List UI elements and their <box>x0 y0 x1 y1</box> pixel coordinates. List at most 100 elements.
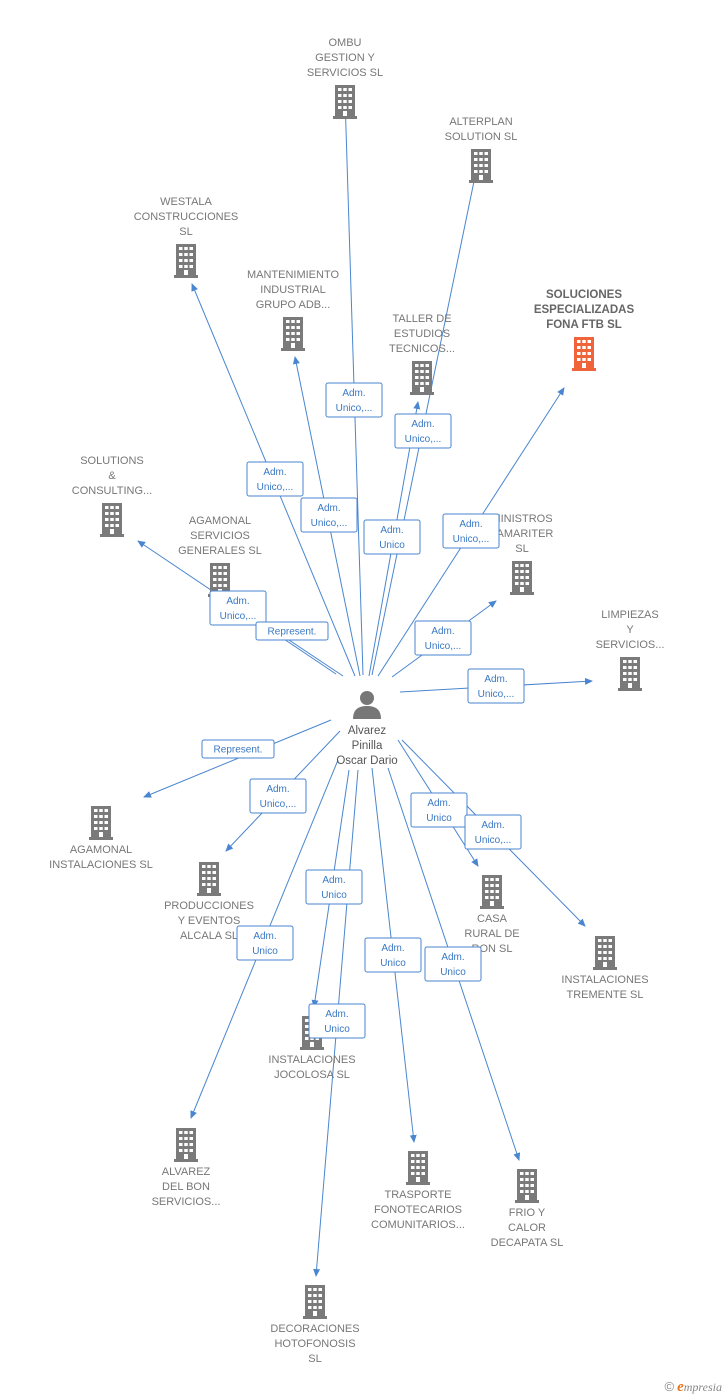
company-node-trasporte[interactable]: TRASPORTEFONOTECARIOSCOMUNITARIOS... <box>371 1151 465 1231</box>
edge-label-alvarez-bon[interactable]: Adm.Unico <box>236 925 294 961</box>
edge-label-text: Unico,... <box>405 434 442 445</box>
company-name-line: RON SL <box>472 943 513 955</box>
edge-label-limpiezas[interactable]: Adm.Unico,... <box>467 668 525 704</box>
company-name-line: Y EVENTOS <box>178 915 241 927</box>
brand-name: mpresia <box>683 1380 722 1394</box>
company-name-line: DECORACIONES <box>270 1323 359 1335</box>
company-node-solutions[interactable]: SOLUTIONS&CONSULTING... <box>72 455 152 537</box>
edge-label-text: Unico,... <box>475 835 512 846</box>
company-name-line: SOLUTION SL <box>445 131 518 143</box>
company-name-line: SL <box>308 1353 321 1365</box>
edge-label-agamonal-inst[interactable]: Represent. <box>201 739 275 759</box>
edge-label-trasporte[interactable]: Adm. Unico <box>364 937 422 973</box>
edge-label-text: Adm. <box>322 875 345 886</box>
company-name-line: ALTERPLAN <box>449 116 512 128</box>
edge-label-agamonal-serv[interactable]: Represent. <box>255 621 329 641</box>
edge-label-mantenimiento[interactable]: Adm.Unico,... <box>300 497 358 533</box>
edge-label-text: Adm. <box>266 784 289 795</box>
edge-label-box <box>467 668 525 704</box>
edge-label-decoraciones[interactable]: Adm.Unico <box>308 1003 366 1039</box>
edge-label-casa-rural[interactable]: Adm.Unico <box>410 792 468 828</box>
edge-label-jocolosa[interactable]: Adm. Unico <box>305 869 363 905</box>
edge-label-text: Unico,... <box>425 641 462 652</box>
edge-label-frio[interactable]: Adm.Unico <box>424 946 482 982</box>
edge-label-text: Unico <box>380 958 406 969</box>
person-icon <box>353 691 381 719</box>
edge-label-text: Unico <box>379 540 405 551</box>
company-name-line: INDUSTRIAL <box>260 284 325 296</box>
edge-label-text: Unico,... <box>311 518 348 529</box>
edge-label-text: Unico <box>324 1024 350 1035</box>
brand-footer: © empresia <box>665 1379 723 1396</box>
edge-label-text: Unico,... <box>478 689 515 700</box>
company-name-line: CALOR <box>508 1222 546 1234</box>
edge-label-box <box>410 792 468 828</box>
edge-label-westala[interactable]: Adm. Unico,... <box>246 461 304 497</box>
edge-label-text: Adm. <box>459 519 482 530</box>
company-name-line: RURAL DE <box>464 928 519 940</box>
company-name-line: TECNICOS... <box>389 343 455 355</box>
edge-label-suministros[interactable]: Adm.Unico,... <box>414 620 472 656</box>
edge-label-text: Adm. <box>253 931 276 942</box>
edge-label-producciones[interactable]: Adm.Unico,... <box>249 778 307 814</box>
edge-label-taller[interactable]: Adm.Unico,... <box>394 413 452 449</box>
edge-label-solutions[interactable]: Adm.Unico,... <box>209 590 267 626</box>
company-name-line: SL <box>515 543 528 555</box>
edge-label-text: Adm. <box>381 943 404 954</box>
building-icon <box>100 503 124 537</box>
company-name-line: CONSTRUCCIONES <box>134 211 239 223</box>
brand-initial: e <box>677 1379 684 1395</box>
edge-label-text: Adm. <box>441 952 464 963</box>
company-name-line: MINISTROS <box>491 513 552 525</box>
edge-label-text: Adm. <box>263 467 286 478</box>
company-node-limpiezas[interactable]: LIMPIEZASYSERVICIOS... <box>596 609 665 691</box>
edge-label-box <box>209 590 267 626</box>
company-name-line: INSTALACIONES SL <box>49 859 153 871</box>
edge-label-text: Adm. <box>342 388 365 399</box>
company-name-line: INSTALACIONES <box>268 1054 355 1066</box>
edge-label-box <box>308 1003 366 1039</box>
company-name-line: FONA FTB SL <box>546 319 622 331</box>
edge-label-alterplan[interactable]: Adm.Unico <box>363 519 421 555</box>
edge-label-tremente[interactable]: Adm.Unico,... <box>464 814 522 850</box>
company-name-line: FONOTECARIOS <box>374 1204 462 1216</box>
edge-label-text: Adm. <box>427 798 450 809</box>
edge-label-text: Unico,... <box>257 482 294 493</box>
edge-label-text: Unico <box>321 890 347 901</box>
company-name-line: LIMPIEZAS <box>601 609 658 621</box>
company-node-alterplan[interactable]: ALTERPLAN SOLUTION SL <box>445 116 518 183</box>
company-name-line: SERVICIOS <box>190 530 250 542</box>
building-icon <box>174 1128 198 1162</box>
company-name-line: MANTENIMIENTO <box>247 269 340 281</box>
company-node-taller[interactable]: TALLER DEESTUDIOSTECNICOS... <box>389 313 455 395</box>
edge-label-text: Adm. <box>226 596 249 607</box>
company-node-decoraciones[interactable]: DECORACIONES HOTOFONOSIS SL <box>270 1285 360 1365</box>
company-name-line: SERVICIOS... <box>152 1196 221 1208</box>
edge-label-box <box>246 461 304 497</box>
edge-label-text: Represent. <box>268 627 317 638</box>
edge-label-text: Unico,... <box>453 534 490 545</box>
edge-label-box <box>464 814 522 850</box>
company-name-line: TRASPORTE <box>384 1189 451 1201</box>
edge-label-soluciones[interactable]: Adm. Unico,... <box>442 513 500 549</box>
building-icon <box>469 149 493 183</box>
edge-labels-layer: Adm.Unico,...Adm.UnicoAdm.Unico,...Adm.U… <box>201 382 525 1039</box>
edge-label-box <box>442 513 500 549</box>
edge-label-ombu[interactable]: Adm.Unico,... <box>325 382 383 418</box>
company-name-line: HOTOFONOSIS <box>274 1338 355 1350</box>
